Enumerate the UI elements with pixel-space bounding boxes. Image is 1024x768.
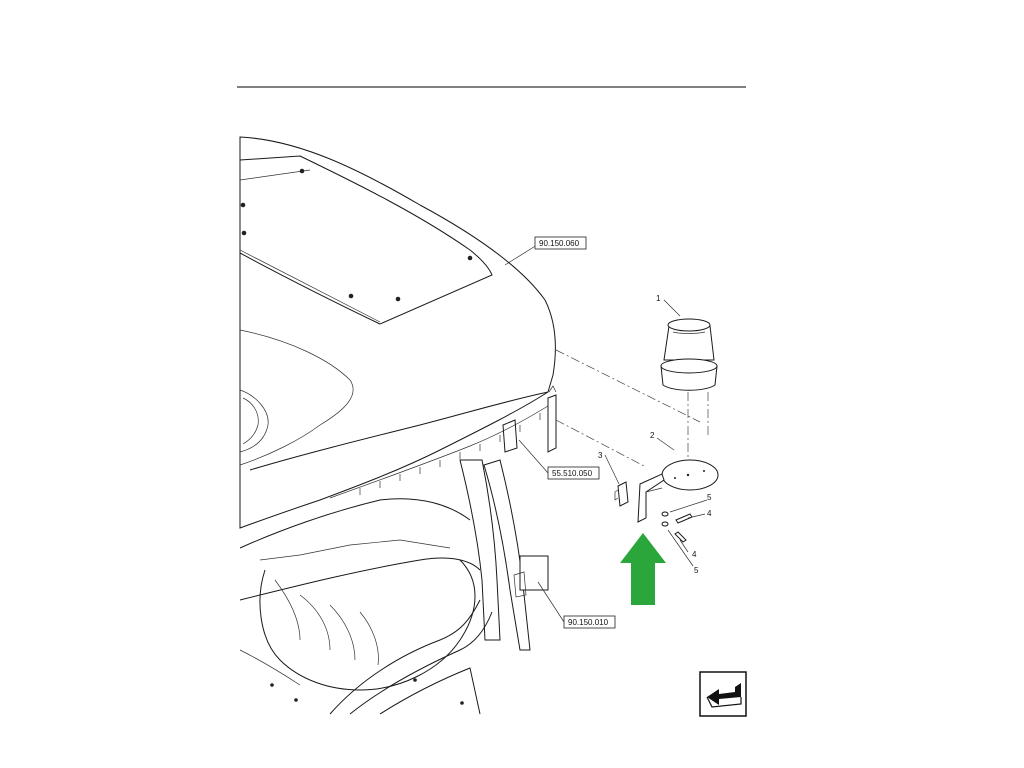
callout-3: 3	[598, 451, 603, 460]
fasteners	[661, 511, 693, 543]
return-arrow-icon[interactable]	[699, 671, 747, 717]
reference-label-2: 55.510.050	[552, 469, 593, 478]
reference-label-1: 90.150.060	[539, 239, 580, 248]
alignment-lines	[555, 349, 709, 468]
reference-box-1[interactable]: 90.150.060	[534, 236, 587, 250]
beacon-light-part	[660, 318, 718, 391]
clamp-part	[614, 481, 629, 507]
reference-box-2[interactable]: 55.510.050	[547, 466, 600, 480]
cab-roof-drawing	[239, 136, 557, 715]
mounting-plate-part	[637, 459, 719, 523]
callout-4-lower: 4	[692, 550, 697, 559]
callout-4-upper: 4	[707, 509, 712, 518]
callout-2: 2	[650, 431, 655, 440]
callout-leaders	[504, 244, 708, 623]
callout-5-lower: 5	[694, 566, 699, 575]
reference-box-3[interactable]: 90.150.010	[563, 615, 616, 629]
highlight-arrow	[620, 533, 666, 605]
reference-label-3: 90.150.010	[568, 618, 609, 627]
callout-5-upper: 5	[707, 493, 712, 502]
callout-1: 1	[656, 294, 661, 303]
